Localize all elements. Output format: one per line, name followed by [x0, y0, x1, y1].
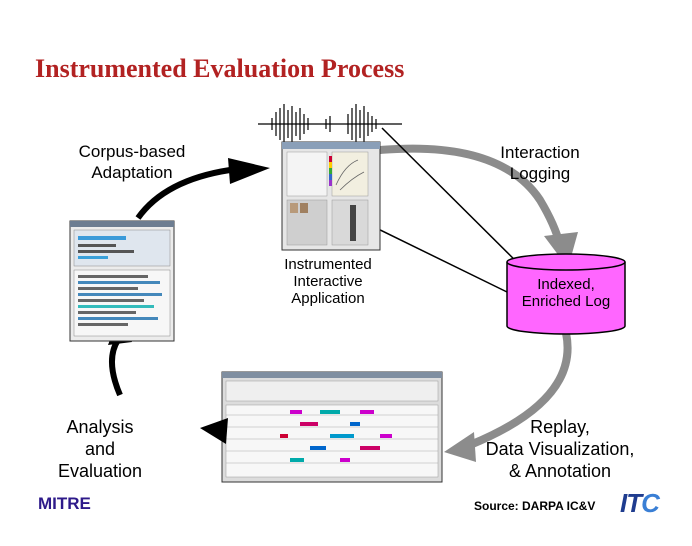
connector-line-app — [369, 224, 508, 293]
corpus-screenshot — [69, 220, 175, 342]
label-replay-line1: Replay, — [530, 417, 590, 437]
arrow-app-to-log — [379, 144, 564, 247]
label-analysis-line2: and — [84, 439, 116, 459]
itc-logo-prefix: IT — [620, 488, 642, 518]
itc-logo-suffix: C — [641, 488, 660, 518]
label-logging: Interaction Logging — [470, 142, 610, 184]
label-app-line3: Application — [291, 290, 365, 307]
label-app-line1: Instrumented — [284, 256, 372, 273]
arrow-analysis-to-corpus — [109, 338, 123, 397]
replay-screenshot — [221, 371, 443, 483]
slide-title: Instrumented Evaluation Process — [35, 54, 405, 83]
label-logging-line1: Interaction — [500, 143, 580, 162]
arrowhead-corpus-to-app — [228, 158, 270, 184]
arrowhead-log-to-replay — [444, 432, 476, 462]
label-analysis-line3: Evaluation — [57, 461, 143, 481]
label-app-line2: Interactive — [293, 273, 363, 290]
label-corpus: Corpus-based Adaptation — [54, 141, 210, 183]
label-replay-line2: Data Visualization, — [485, 439, 635, 459]
label-log-line1: Indexed, — [537, 276, 595, 293]
label-replay-line3: & Annotation — [508, 461, 612, 481]
label-analysis: Analysis and Evaluation — [40, 416, 160, 482]
label-log-line2: Enriched Log — [521, 293, 611, 310]
arrow-corpus-to-app — [135, 167, 231, 220]
label-corpus-line1: Corpus-based — [78, 142, 186, 161]
label-app: Instrumented Interactive Application — [268, 256, 388, 307]
waveform-icon — [258, 104, 402, 144]
log-database-cylinder — [506, 253, 626, 335]
mitre-logo: MITRE — [38, 494, 91, 513]
itc-logo: ITC — [620, 488, 660, 519]
source-credit: Source: DARPA IC&V — [474, 499, 596, 513]
app-screenshot — [281, 141, 381, 251]
label-replay: Replay, Data Visualization, & Annotation — [460, 416, 660, 482]
label-logging-line2: Logging — [509, 164, 571, 183]
label-log: Indexed, Enriched Log — [507, 276, 625, 310]
label-analysis-line1: Analysis — [66, 417, 134, 437]
arrowhead-replay-to-analysis — [200, 418, 228, 444]
arrow-log-to-replay — [468, 332, 572, 449]
label-corpus-line2: Adaptation — [91, 163, 173, 182]
